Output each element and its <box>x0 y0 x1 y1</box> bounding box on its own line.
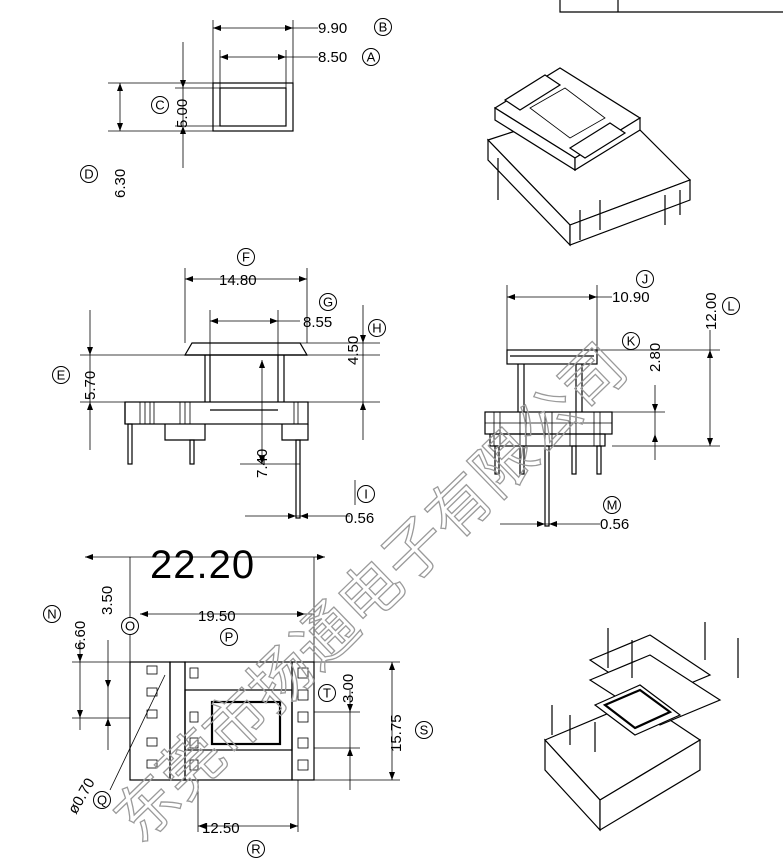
dim-e-value: 5.70 <box>82 371 99 400</box>
callout-tags: B A C D F G H E I J L K M N O P T S Q R <box>43 18 740 858</box>
tag-j: J <box>636 270 654 288</box>
tag-m: M <box>603 496 621 514</box>
tag-e: E <box>52 366 70 384</box>
dim-740-value: 7.40 <box>254 449 271 478</box>
svg-text:R: R <box>251 842 260 857</box>
svg-text:B: B <box>379 20 388 35</box>
bottom-plan-view <box>72 554 400 832</box>
tag-d: D <box>80 165 98 183</box>
svg-text:T: T <box>323 686 331 701</box>
dim-q-value: ø0.70 <box>65 775 99 817</box>
tag-q: Q <box>93 791 111 809</box>
svg-text:L: L <box>727 299 734 314</box>
tag-s: S <box>415 721 433 739</box>
svg-text:Q: Q <box>97 793 107 808</box>
svg-text:P: P <box>225 630 234 645</box>
dim-c-value: 5.00 <box>174 99 191 128</box>
svg-text:N: N <box>47 607 56 622</box>
tag-l: L <box>722 297 740 315</box>
svg-text:K: K <box>627 334 636 349</box>
svg-text:O: O <box>125 619 135 634</box>
tag-p: P <box>220 628 238 646</box>
svg-text:H: H <box>372 321 381 336</box>
dim-a-value: 8.50 <box>318 49 347 66</box>
svg-text:E: E <box>57 368 66 383</box>
top-profile-view <box>108 20 318 168</box>
dim-g-value: 8.55 <box>303 314 332 331</box>
dim-s-value: 15.75 <box>388 714 405 752</box>
tag-f: F <box>237 248 255 266</box>
isometric-view-bottom <box>543 622 739 832</box>
tag-c: C <box>151 96 169 114</box>
tag-g: G <box>319 293 337 311</box>
front-elevation-view <box>80 268 380 519</box>
side-elevation-view <box>484 285 720 527</box>
dim-overall-value: 22.20 <box>150 543 255 587</box>
dim-f-value: 14.80 <box>219 272 257 289</box>
dim-k-value: 2.80 <box>647 343 664 372</box>
dim-n-value: 6.60 <box>72 621 89 650</box>
tag-o: O <box>121 617 139 635</box>
dim-l-value: 12.00 <box>703 292 720 330</box>
tag-a: A <box>362 48 380 66</box>
dim-j-value: 10.90 <box>612 289 650 306</box>
dim-r-value: 12.50 <box>202 820 240 837</box>
dim-h-value: 4.50 <box>345 336 362 365</box>
dim-b-value: 9.90 <box>318 20 347 37</box>
isometric-view-top <box>486 67 692 247</box>
dim-o-value: 3.50 <box>99 586 116 615</box>
dim-i-value: 0.56 <box>345 510 374 527</box>
dimension-texts: 9.90 8.50 5.00 6.30 14.80 8.55 4.50 5.70… <box>65 20 720 837</box>
dim-p-value: 19.50 <box>198 608 236 625</box>
svg-text:A: A <box>367 50 376 65</box>
dim-t-value: 3.00 <box>340 674 357 703</box>
svg-text:D: D <box>84 167 93 182</box>
tag-n: N <box>43 605 61 623</box>
tag-k: K <box>622 332 640 350</box>
svg-text:J: J <box>642 272 649 287</box>
svg-text:F: F <box>242 250 250 265</box>
title-block-corner <box>559 0 783 13</box>
tag-r: R <box>247 840 265 858</box>
svg-text:M: M <box>607 498 618 513</box>
svg-text:G: G <box>323 295 333 310</box>
tag-h: H <box>368 319 386 337</box>
svg-text:S: S <box>420 723 429 738</box>
svg-text:I: I <box>364 487 368 502</box>
svg-text:C: C <box>155 98 164 113</box>
dim-d-value: 6.30 <box>112 169 129 198</box>
dim-m-value: 0.56 <box>600 516 629 533</box>
tag-b: B <box>374 18 392 36</box>
tag-t: T <box>318 684 336 702</box>
tag-i: I <box>357 485 375 503</box>
